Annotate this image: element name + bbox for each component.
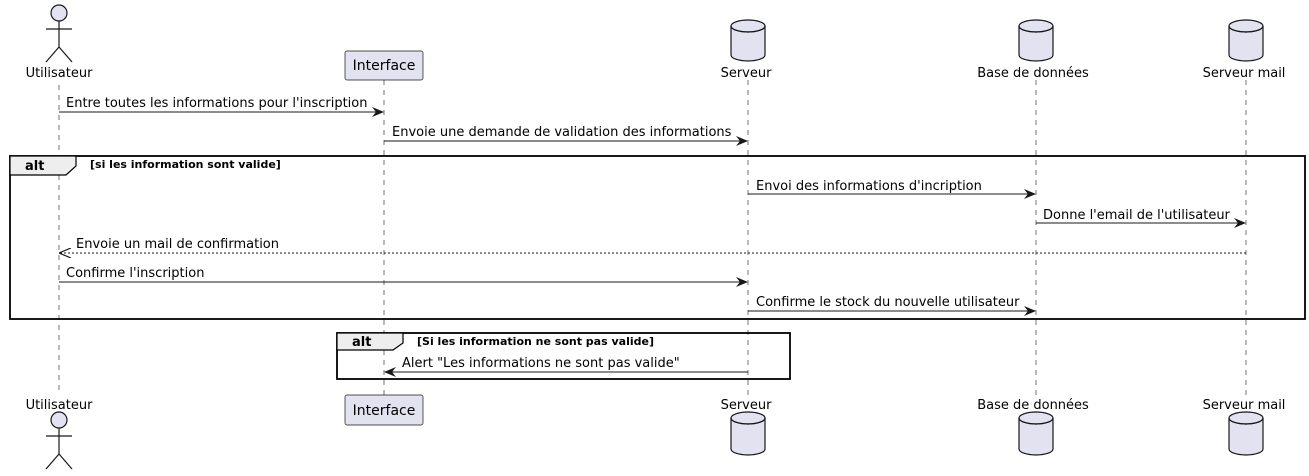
database-icon [1018,411,1054,456]
fragment-operator: alt [25,159,44,174]
message-6: Confirme l'inscription [59,266,748,287]
participant-db-bottom: Base de données [977,398,1089,456]
participant-mail-bottom: Serveur mail [1203,398,1286,456]
participant-label: Serveur mail [1203,398,1286,413]
participant-ui-bottom: Interface [344,394,424,426]
participant-label: Interface [353,403,416,419]
message-3: Envoi des informations d'incription [748,179,1036,199]
fragment-alt-invalid: alt [Si les information ne sont pas vali… [336,332,791,380]
message-label: Alert "Les informations ne sont pas vali… [402,356,680,371]
message-label: Envoie un mail de confirmation [76,237,279,252]
actor-icon [45,4,73,63]
database-icon [730,411,766,456]
participant-mail: Serveur mail [1203,19,1286,81]
participant-user: Utilisateur [26,4,94,81]
participant-label: Utilisateur [26,398,94,413]
fragment-frame [336,332,791,380]
database-icon [1228,19,1264,62]
fragment-alt-valid: alt [si les information sont valide] [9,155,1306,320]
fragment-frame [9,155,1306,320]
participant-label: Base de données [977,398,1089,413]
message-label: Envoi des informations d'incription [756,179,982,194]
participants-top: Utilisateur Interface Serveur Base de do… [26,4,1286,81]
message-1: Entre toutes les informations pour l'ins… [59,96,384,117]
participant-box [344,50,424,81]
participant-label: Interface [353,58,416,74]
messages: Entre toutes les informations pour l'ins… [59,96,1246,377]
actor-icon [45,411,73,470]
message-label: Confirme le stock du nouvelle utilisateu… [756,295,1020,310]
participant-label: Serveur [721,398,773,413]
participant-server-bottom: Serveur [721,398,773,456]
participant-label: Serveur mail [1203,66,1286,81]
participant-label: Base de données [977,66,1089,81]
participant-db: Base de données [977,19,1089,81]
message-2: Envoie une demande de validation des inf… [384,125,748,146]
message-5: Envoie un mail de confirmation [60,237,1246,253]
message-label: Confirme l'inscription [66,266,204,281]
message-label: Entre toutes les informations pour l'ins… [66,96,367,111]
fragment-guard: [si les information sont valide] [90,158,281,171]
message-4: Donne l'email de l'utilisateur [1036,208,1246,228]
participants-bottom: Utilisateur Interface Serveur [26,394,1286,470]
fragment-operator: alt [352,335,371,350]
message-8: Alert "Les informations ne sont pas vali… [384,356,748,377]
message-label: Donne l'email de l'utilisateur [1043,208,1231,223]
participant-label: Utilisateur [26,66,94,81]
participant-box [344,394,424,426]
fragment-guard: [Si les information ne sont pas valide] [417,335,654,348]
database-icon [1228,411,1264,456]
message-7: Confirme le stock du nouvelle utilisateu… [748,295,1036,316]
fragment-tab [9,155,77,176]
participant-label: Serveur [721,66,773,81]
message-label: Envoie une demande de validation des inf… [392,125,732,140]
fragment-tab [336,332,404,351]
participant-server: Serveur [721,19,773,81]
participant-user-bottom: Utilisateur [26,398,94,470]
database-icon [730,19,766,62]
participant-ui: Interface [344,50,424,81]
database-icon [1018,19,1054,62]
